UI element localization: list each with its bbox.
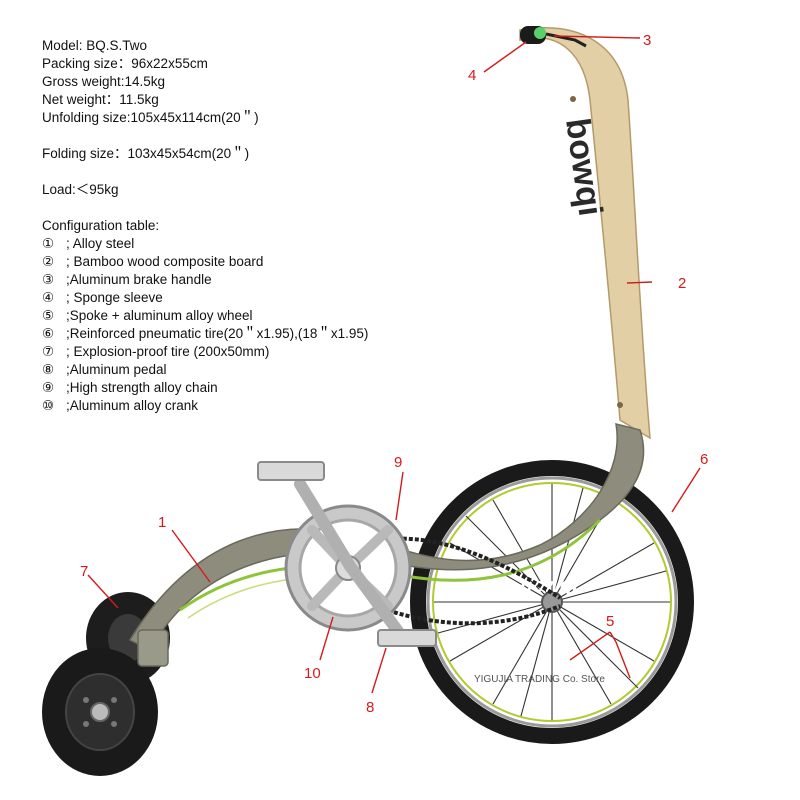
callout-10: 10 <box>304 665 321 682</box>
pedal-bottom <box>377 629 437 647</box>
callout-1: 1 <box>158 514 166 531</box>
spec-list: Model: BQ.S.Two Packing size：96x22x55cm … <box>42 37 368 415</box>
callout-4: 4 <box>468 67 476 84</box>
spec-folding-size: Folding size：103x45x54cm(20＂) <box>42 146 250 161</box>
store-watermark: YIGUJIA TRADING Co. Store <box>474 674 605 685</box>
spec-packing-size: Packing size：96x22x55cm <box>42 56 208 71</box>
bamboo-wood-board <box>519 27 651 440</box>
front-wheel-front <box>42 648 158 776</box>
rear-wheel <box>410 460 694 744</box>
config-item: ⑩;Aluminum alloy crank <box>42 398 199 413</box>
spec-unfolding-size: Unfolding size:105x45x114cm(20＂) <box>42 110 259 125</box>
spec-net-weight: Net weight：11.5kg <box>42 92 159 107</box>
callout-3: 3 <box>643 32 651 49</box>
callout-5: 5 <box>606 613 614 630</box>
config-item: ⑤;Spoke + aluminum alloy wheel <box>42 308 253 323</box>
callout-2: 2 <box>678 275 686 292</box>
config-item: ①; Alloy steel <box>42 236 135 251</box>
config-item: ③;Aluminum brake handle <box>42 272 212 287</box>
crank-arm <box>294 478 406 640</box>
spec-load: Load:＜95kg <box>42 182 119 197</box>
config-title: Configuration table: <box>42 218 160 233</box>
spec-gross-weight: Gross weight:14.5kg <box>42 74 166 89</box>
callout-8: 8 <box>366 699 374 716</box>
config-item: ④; Sponge sleeve <box>42 290 163 305</box>
config-item: ⑦; Explosion-proof tire (200x50mm) <box>42 344 270 359</box>
configuration-table: Configuration table: ①; Alloy steel ②; B… <box>42 217 368 415</box>
callout-7: 7 <box>80 563 88 580</box>
config-item: ②; Bamboo wood composite board <box>42 254 264 269</box>
config-item: ⑨;High strength alloy chain <box>42 380 218 395</box>
pedal-top <box>257 461 325 481</box>
front-fork-plate <box>137 629 169 667</box>
callout-lines <box>87 35 701 694</box>
config-item: ⑧;Aluminum pedal <box>42 362 167 377</box>
callout-9: 9 <box>394 454 402 471</box>
config-item: ⑥;Reinforced pneumatic tire(20＂x1.95),(1… <box>42 326 369 341</box>
spec-model: Model: BQ.S.Two <box>42 38 148 53</box>
callout-6: 6 <box>700 451 708 468</box>
